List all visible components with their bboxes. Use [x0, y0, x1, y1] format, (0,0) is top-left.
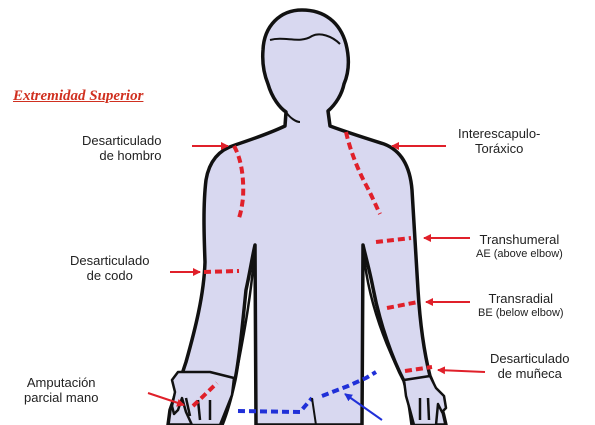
label-line: de muñeca	[490, 366, 570, 381]
label-line: Transhumeral	[476, 232, 563, 247]
label-desarticulado-hombro: Desarticulado de hombro	[82, 133, 162, 163]
label-desarticulado-codo: Desarticulado de codo	[70, 253, 150, 283]
label-transradial: Transradial BE (below elbow)	[478, 291, 564, 321]
label-line: Desarticulado	[70, 253, 150, 268]
label-transhumeral: Transhumeral AE (above elbow)	[476, 232, 563, 262]
label-line: BE (below elbow)	[478, 306, 564, 321]
body-silhouette	[168, 10, 446, 425]
label-line: Transradial	[478, 291, 564, 306]
label-line: AE (above elbow)	[476, 247, 563, 262]
label-line: Toráxico	[458, 141, 540, 156]
label-line: Desarticulado	[490, 351, 570, 366]
label-amputacion-parcial-mano: Amputación parcial mano	[24, 375, 98, 405]
arrow-desarticulado-muneca	[438, 370, 485, 372]
label-line: parcial mano	[24, 390, 98, 405]
label-line: Interescapulo-	[458, 126, 540, 141]
label-line: Desarticulado	[82, 133, 162, 148]
section-title: Extremidad Superior	[13, 88, 143, 105]
label-desarticulado-muneca: Desarticulado de muñeca	[490, 351, 570, 381]
label-line: de codo	[70, 268, 150, 283]
label-line: Amputación	[24, 375, 98, 390]
label-interescapulo-toraxico: Interescapulo- Toráxico	[458, 126, 540, 156]
label-line: de hombro	[82, 148, 162, 163]
